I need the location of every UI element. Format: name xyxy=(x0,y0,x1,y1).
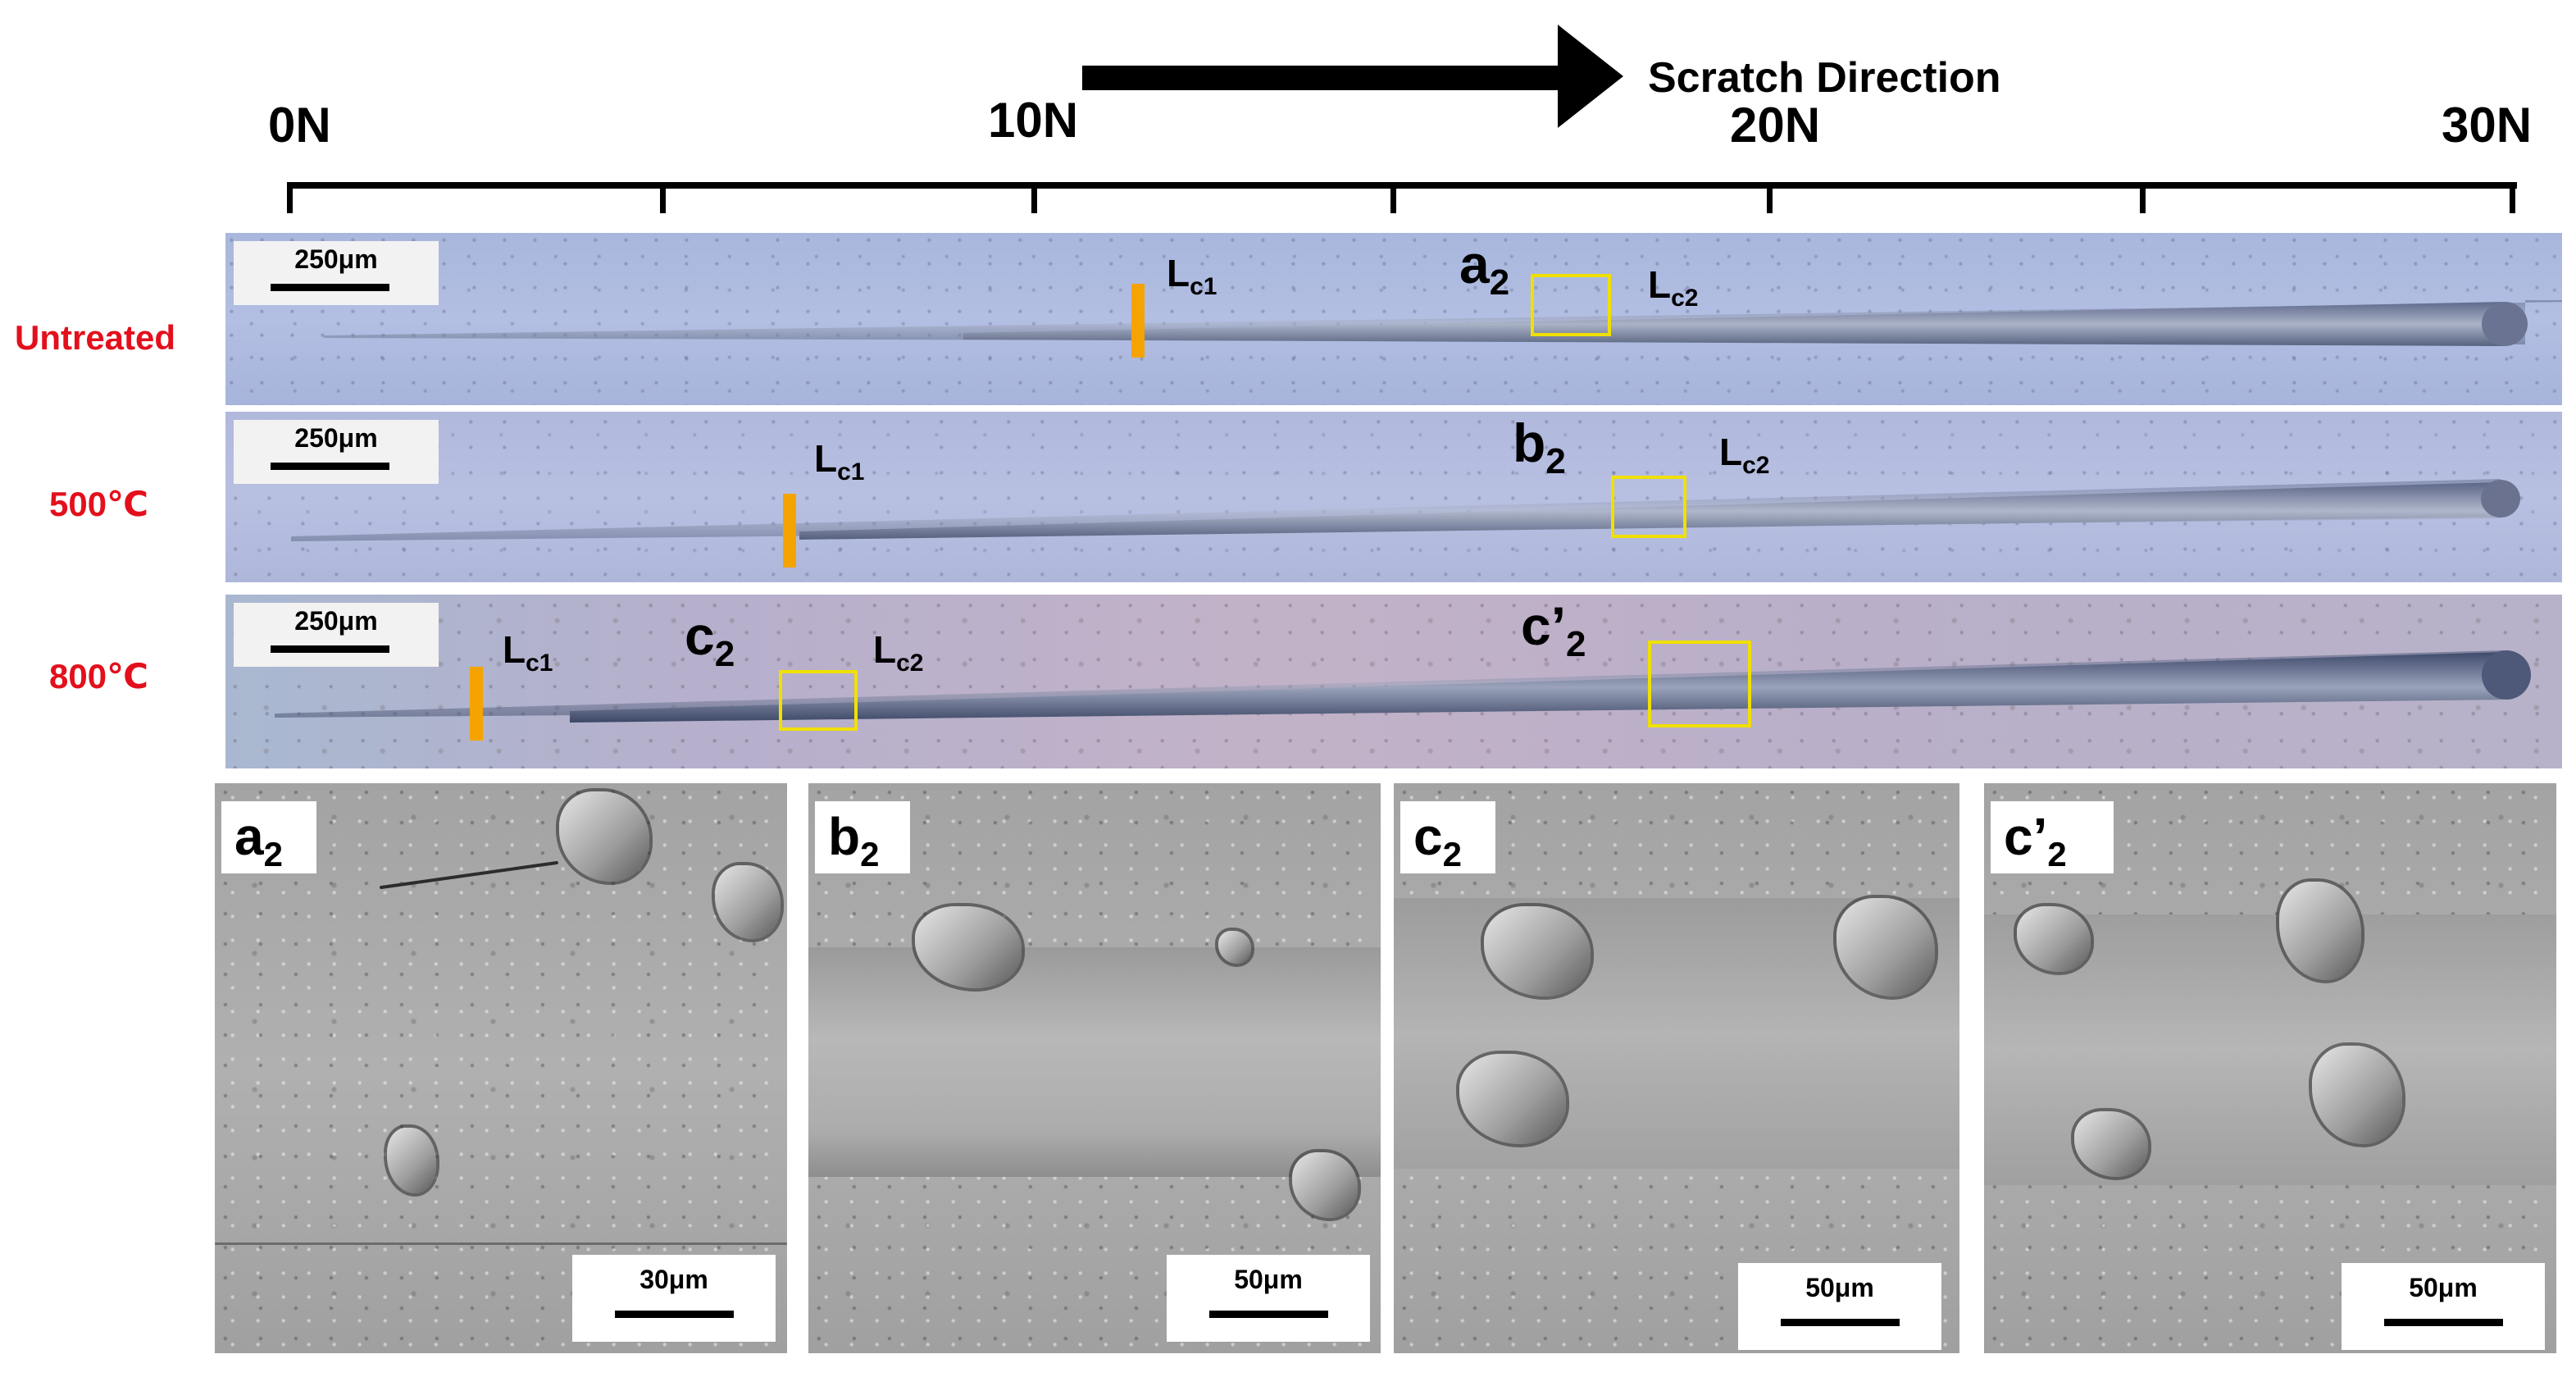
scratch-direction-arrow xyxy=(1082,66,1574,90)
sem-scale-bar-label: 30μm xyxy=(639,1265,708,1294)
sem-label-box: a2 xyxy=(221,801,316,873)
scale-bar-label: 250μm xyxy=(294,423,378,453)
load-label-0N: 0N xyxy=(268,98,331,153)
sem-scale-bar xyxy=(1209,1311,1328,1318)
sem-panel-a2: a2 30μm xyxy=(215,783,787,1353)
delamination-flake xyxy=(1292,1152,1358,1218)
load-label-10N: 10N xyxy=(988,93,1079,148)
sem-scale-bar-box: 50μm xyxy=(2342,1263,2545,1350)
crack xyxy=(215,1242,787,1245)
lc1-marker xyxy=(1131,284,1145,358)
delamination-flake xyxy=(2312,1046,2402,1144)
delamination-flake xyxy=(2017,906,2091,972)
optical-panel-800c: 250μm Lc1 c2 Lc2 c’2 xyxy=(225,595,2562,768)
delamination-flake xyxy=(715,865,781,939)
lc1-marker xyxy=(783,494,796,568)
sem-panel-c-prime-2: c’2 50μm xyxy=(1984,783,2556,1353)
lc2-label: Lc2 xyxy=(1719,431,1770,480)
sem-scale-bar xyxy=(1781,1319,1900,1326)
row-label-800c: 800℃ xyxy=(49,657,148,695)
sem-label-box: c’2 xyxy=(1991,801,2114,873)
crack xyxy=(379,860,559,890)
scale-bar-box: 250μm xyxy=(234,241,439,305)
lc1-label: Lc1 xyxy=(503,628,553,677)
roi-label-b2: b2 xyxy=(1513,413,1566,482)
optical-panel-500c: 250μm Lc1 b2 Lc2 xyxy=(225,412,2562,582)
lc1-label: Lc1 xyxy=(814,437,865,486)
sem-label: a2 xyxy=(234,807,283,873)
lc1-label: Lc1 xyxy=(1167,252,1217,301)
axis-tick xyxy=(2140,182,2146,213)
delamination-flake xyxy=(2279,882,2361,980)
delamination-flake xyxy=(1218,931,1251,964)
axis-tick xyxy=(1031,182,1037,213)
delamination-flake xyxy=(1836,898,1935,996)
sem-scale-bar-box: 30μm xyxy=(572,1255,776,1342)
sem-scale-bar-label: 50μm xyxy=(2409,1273,2478,1302)
load-label-30N: 30N xyxy=(2442,98,2533,153)
scale-bar xyxy=(271,645,389,653)
roi-box-b2 xyxy=(1611,476,1686,538)
delamination-flake xyxy=(2074,1111,2148,1177)
sem-scale-bar xyxy=(615,1311,734,1318)
load-axis xyxy=(287,182,2517,189)
delamination-flake xyxy=(1484,906,1591,996)
sem-label: c’2 xyxy=(2004,807,2067,873)
axis-tick xyxy=(2510,182,2515,213)
scratch-groove xyxy=(324,300,2562,346)
sem-label-box: c2 xyxy=(1400,801,1495,873)
scale-bar-label: 250μm xyxy=(294,244,378,274)
roi-label-c2: c2 xyxy=(685,605,735,675)
axis-tick xyxy=(1390,182,1396,213)
scale-bar-label: 250μm xyxy=(294,606,378,636)
sem-scale-bar xyxy=(2384,1319,2503,1326)
delamination-flake xyxy=(559,791,649,882)
scale-bar xyxy=(271,463,389,470)
sem-scale-bar-box: 50μm xyxy=(1738,1263,1941,1350)
sem-label: c2 xyxy=(1413,807,1462,873)
lc2-label: Lc2 xyxy=(873,628,924,677)
scratch-groove xyxy=(291,479,2520,541)
scale-bar-box: 250μm xyxy=(234,603,439,667)
lc1-marker xyxy=(470,667,483,741)
delamination-flake xyxy=(915,906,1022,988)
scale-bar-box: 250μm xyxy=(234,420,439,484)
sem-label-box: b2 xyxy=(815,801,910,873)
sem-scale-bar-label: 50μm xyxy=(1234,1265,1303,1294)
row-label-500c: 500℃ xyxy=(49,485,148,523)
sem-label: b2 xyxy=(828,807,880,873)
scale-bar xyxy=(271,284,389,291)
delamination-flake xyxy=(1459,1054,1566,1144)
roi-box-c-prime-2 xyxy=(1648,641,1751,727)
sem-panel-c2: c2 50μm xyxy=(1394,783,1959,1353)
sem-scale-bar-label: 50μm xyxy=(1805,1273,1874,1302)
roi-box-c2 xyxy=(779,670,858,731)
optical-panel-untreated: 250μm Lc1 a2 Lc2 xyxy=(225,233,2562,405)
scratch-track xyxy=(808,947,1381,1177)
scratch-groove xyxy=(275,650,2531,723)
row-label-untreated: Untreated xyxy=(15,318,176,357)
sem-scale-bar-box: 50μm xyxy=(1167,1255,1370,1342)
roi-label-c-prime-2: c’2 xyxy=(1521,595,1586,665)
roi-label-a2: a2 xyxy=(1459,234,1510,303)
sem-panel-b2: b2 50μm xyxy=(808,783,1381,1353)
arrow-head-icon xyxy=(1558,25,1623,128)
axis-tick xyxy=(1767,182,1773,213)
axis-tick xyxy=(287,182,293,213)
delamination-flake xyxy=(387,1128,436,1193)
lc2-label: Lc2 xyxy=(1648,263,1699,312)
axis-tick xyxy=(660,182,666,213)
load-label-20N: 20N xyxy=(1730,98,1821,153)
scratch-direction-label: Scratch Direction xyxy=(1648,54,2001,102)
roi-box-a2 xyxy=(1531,274,1611,336)
